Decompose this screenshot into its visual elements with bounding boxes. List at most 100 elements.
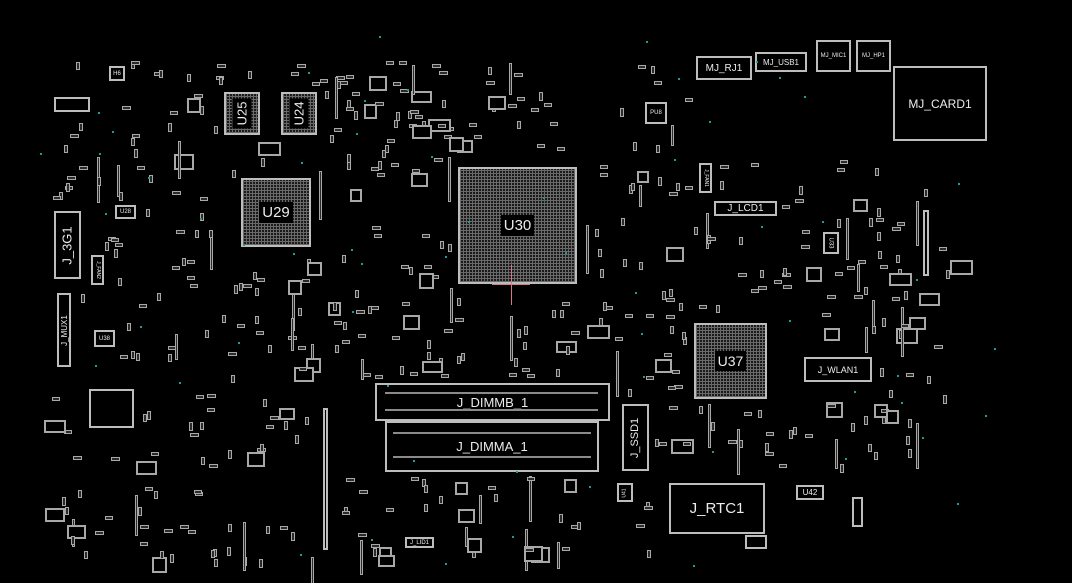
- component-unlabeled[interactable]: [923, 210, 929, 276]
- smd-component: [400, 366, 404, 375]
- component-u37[interactable]: U37: [694, 323, 767, 399]
- component-unlabeled[interactable]: [852, 497, 863, 527]
- component-label: U30: [500, 215, 535, 236]
- component-pu8[interactable]: PU8: [645, 102, 667, 124]
- smd-component: [939, 247, 947, 251]
- smd-component: [154, 491, 158, 499]
- smd-component: [378, 161, 382, 170]
- smd-component: [837, 168, 845, 172]
- smd-component: [529, 476, 532, 522]
- smd-component: [869, 218, 873, 227]
- via-marker: [958, 183, 960, 185]
- smd-component: [117, 165, 120, 197]
- smd-component: [270, 416, 279, 420]
- smd-component: [136, 461, 157, 475]
- component-mj-rj1[interactable]: MJ_RJ1: [696, 56, 752, 80]
- smd-component: [720, 181, 724, 190]
- smd-component: [946, 270, 950, 279]
- smd-component: [840, 160, 848, 164]
- smd-component: [448, 157, 451, 202]
- component-u29[interactable]: U29: [241, 178, 311, 247]
- smd-component: [865, 327, 868, 353]
- smd-component: [699, 406, 703, 414]
- via-marker: [957, 503, 959, 505]
- component-mj-hp1[interactable]: MJ_HP1: [856, 40, 891, 72]
- smd-component: [639, 262, 643, 270]
- smd-component: [766, 432, 774, 436]
- component-unlabeled[interactable]: [745, 535, 767, 549]
- smd-component: [187, 276, 195, 280]
- smd-component: [457, 356, 461, 364]
- smd-component: [853, 199, 868, 212]
- smd-component: [927, 376, 931, 384]
- component-j-lcd1[interactable]: J_LCD1: [714, 201, 777, 216]
- component-j-rtc1[interactable]: J_RTC1: [669, 483, 765, 534]
- via-marker: [589, 486, 591, 488]
- smd-component: [247, 452, 265, 467]
- component-j-ssd1[interactable]: J_SSD1: [622, 404, 649, 471]
- via-marker: [779, 77, 781, 79]
- smd-component: [346, 478, 355, 482]
- smd-component: [886, 410, 899, 424]
- smd-component: [209, 230, 213, 238]
- component-unlabeled[interactable]: [89, 389, 134, 428]
- smd-component: [402, 302, 410, 306]
- component-j-fan1[interactable]: J_FAN1: [699, 163, 712, 193]
- component-j-3g1[interactable]: J_3G1: [54, 211, 81, 279]
- component-h6[interactable]: H6: [109, 66, 125, 81]
- component-j-fan2[interactable]: J_FAN2: [91, 255, 104, 285]
- smd-component: [256, 331, 264, 335]
- component-u42[interactable]: U42: [796, 485, 824, 500]
- smd-component: [737, 429, 740, 475]
- component-mj-card1[interactable]: MJ_CARD1: [893, 66, 987, 141]
- component-u25[interactable]: U25: [224, 92, 260, 135]
- component-mj-mic1[interactable]: MJ_MIC1: [816, 40, 851, 72]
- via-marker: [387, 385, 389, 387]
- smd-component: [793, 427, 797, 435]
- smd-component: [577, 522, 581, 530]
- smd-component: [52, 397, 60, 401]
- component-j-mux1[interactable]: J_MUX1: [57, 293, 71, 367]
- smd-component: [864, 287, 868, 295]
- smd-component: [412, 169, 420, 173]
- smd-component: [662, 291, 666, 300]
- component-label: U38: [98, 335, 110, 342]
- smd-component: [255, 316, 259, 324]
- smd-component: [822, 313, 831, 317]
- smd-component: [333, 302, 337, 311]
- smd-component: [901, 324, 909, 328]
- component-mj-usb1[interactable]: MJ_USB1: [755, 52, 807, 72]
- smd-component: [412, 65, 415, 95]
- smd-component: [638, 65, 646, 69]
- component-u41[interactable]: U41: [617, 483, 633, 502]
- smd-component: [683, 442, 691, 446]
- component-u30[interactable]: U30: [458, 167, 577, 284]
- smd-component: [391, 163, 399, 167]
- smd-component: [889, 273, 912, 286]
- component-j-wlan1[interactable]: J_WLAN1: [804, 357, 872, 382]
- smd-component: [668, 386, 676, 390]
- smd-component: [354, 111, 358, 120]
- component-j-dimmb-1[interactable]: J_DIMMB_1: [375, 383, 610, 421]
- smd-component: [439, 71, 448, 75]
- smd-component: [134, 149, 138, 158]
- smd-component: [444, 329, 453, 333]
- smd-component: [122, 106, 131, 110]
- smd-component: [901, 307, 904, 357]
- smd-component: [595, 229, 599, 237]
- component-unlabeled[interactable]: [54, 97, 90, 112]
- component-unlabeled[interactable]: [323, 408, 328, 550]
- via-marker: [200, 218, 202, 220]
- component-j-lid1[interactable]: J_LID1: [405, 537, 434, 548]
- smd-component: [765, 443, 769, 452]
- component-j-dimma-1[interactable]: J_DIMMA_1: [385, 421, 599, 472]
- component-u38[interactable]: U38: [94, 330, 115, 347]
- smd-component: [382, 150, 386, 158]
- component-u24[interactable]: U24: [281, 92, 317, 135]
- component-u33[interactable]: U33: [823, 232, 839, 254]
- smd-component: [131, 61, 140, 65]
- component-u28[interactable]: U28: [115, 205, 136, 219]
- via-marker: [761, 226, 763, 228]
- smd-component: [159, 70, 163, 78]
